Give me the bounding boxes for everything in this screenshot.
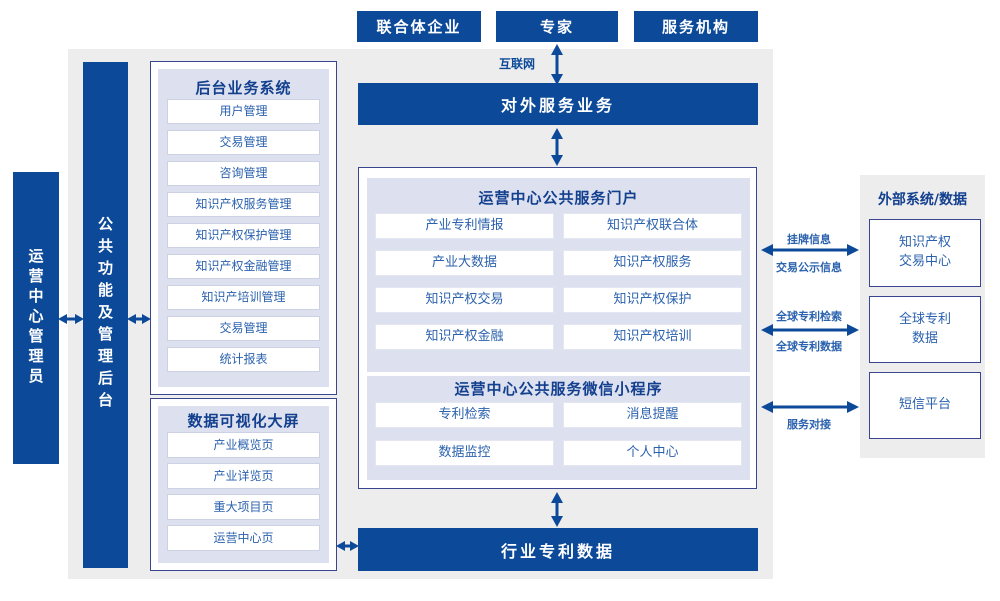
list-item: 用户管理	[167, 99, 320, 124]
list-item: 专利检索	[375, 402, 554, 428]
link-label-transaction-publicity: 交易公示信息	[776, 261, 842, 274]
actor-consortium-enterprises: 联合体企业	[357, 11, 481, 42]
external-system-label: 知识产权交易中心	[898, 235, 951, 269]
internet-double-arrow-icon	[551, 44, 563, 85]
public-service-portal-panel: 运营中心公共服务门户 产业专利情报 知识产权联合体 产业大数据 知识产权服务 知…	[367, 178, 750, 372]
list-item: 统计报表	[167, 347, 320, 372]
ip-trading-double-arrow-icon	[761, 244, 859, 256]
dashboard-to-industry-double-arrow-icon	[336, 541, 359, 551]
list-item: 重大项目页	[167, 494, 320, 520]
list-item: 消息提醒	[563, 402, 742, 428]
portal-to-industry-double-arrow-icon	[551, 492, 563, 527]
external-system-label: 全球专利数据	[898, 311, 951, 346]
internet-label: 互联网	[498, 57, 535, 71]
actor-experts: 专家	[496, 11, 618, 42]
list-item: 知识产权联合体	[563, 213, 742, 239]
backend-business-system-panel: 后台业务系统 用户管理 交易管理 咨询管理 知识产权服务管理 知识产权保护管理 …	[158, 69, 329, 387]
list-item: 知识产权交易	[375, 287, 554, 313]
list-item: 运营中心页	[167, 525, 320, 551]
list-item: 交易管理	[167, 316, 320, 341]
sms-service-double-arrow-icon	[761, 401, 859, 413]
link-label-service-docking: 服务对接	[787, 418, 831, 431]
external-service-bar: 对外服务业务	[358, 83, 758, 125]
external-systems-title: 外部系统/数据	[877, 192, 968, 208]
list-item: 产业专利情报	[375, 213, 554, 239]
wechat-miniprogram-panel: 运营中心公共服务微信小程序 专利检索 消息提醒 数据监控 个人中心	[367, 376, 750, 480]
list-item: 知识产权保护管理	[167, 223, 320, 248]
public-service-portal-title: 运营中心公共服务门户	[478, 189, 639, 207]
list-item: 数据监控	[375, 440, 554, 466]
wechat-miniprogram-title: 运营中心公共服务微信小程序	[454, 380, 663, 398]
link-label-global-patent-data: 全球专利数据	[776, 340, 842, 353]
list-item: 咨询管理	[167, 161, 320, 186]
list-item: 知识产培训管理	[167, 285, 320, 310]
data-visualization-box: 数据可视化大屏 产业概览页 产业详览页 重大项目页 运营中心页	[150, 398, 337, 571]
list-item: 知识产权金融管理	[167, 254, 320, 279]
list-item: 知识产权培训	[563, 324, 742, 350]
actor-service-organizations: 服务机构	[634, 11, 758, 42]
wechat-miniprogram-items: 专利检索 消息提醒 数据监控 个人中心	[375, 402, 742, 466]
public-service-portal-items: 产业专利情报 知识产权联合体 产业大数据 知识产权服务 知识产权交易 知识产权保…	[375, 213, 742, 350]
list-item: 交易管理	[167, 130, 320, 155]
list-item: 知识产权服务管理	[167, 192, 320, 217]
list-item: 知识产权金融	[375, 324, 554, 350]
link-label-global-patent-search: 全球专利检索	[776, 310, 842, 323]
data-visualization-title: 数据可视化大屏	[187, 412, 300, 430]
list-item: 知识产权保护	[563, 287, 742, 313]
list-item: 产业概览页	[167, 432, 320, 458]
service-to-portal-double-arrow-icon	[551, 128, 563, 166]
admin-backend-double-arrow-icon	[58, 314, 84, 324]
link-label-listing-info: 挂牌信息	[787, 233, 831, 246]
global-patent-double-arrow-icon	[761, 324, 859, 336]
list-item: 个人中心	[563, 440, 742, 466]
industry-patent-data-bar: 行业专利数据	[358, 528, 758, 571]
external-system-sms-platform: 短信平台	[869, 372, 981, 439]
operation-center-admin-bar: 运营中心管理员	[13, 172, 59, 464]
data-visualization-items: 产业概览页 产业详览页 重大项目页 运营中心页	[167, 432, 320, 556]
backend-business-system-title: 后台业务系统	[195, 79, 292, 97]
backend-business-system-box: 后台业务系统 用户管理 交易管理 咨询管理 知识产权服务管理 知识产权保护管理 …	[150, 61, 337, 395]
backend-business-system-items: 用户管理 交易管理 咨询管理 知识产权服务管理 知识产权保护管理 知识产权金融管…	[167, 99, 320, 378]
backend-system-double-arrow-icon	[127, 314, 151, 324]
list-item: 产业详览页	[167, 463, 320, 489]
central-services-box: 运营中心公共服务门户 产业专利情报 知识产权联合体 产业大数据 知识产权服务 知…	[358, 167, 757, 489]
list-item: 产业大数据	[375, 250, 554, 276]
data-visualization-panel: 数据可视化大屏 产业概览页 产业详览页 重大项目页 运营中心页	[158, 406, 329, 563]
external-system-ip-trading-center: 知识产权交易中心	[869, 219, 981, 287]
public-functions-backend-bar: 公共功能及管理后台	[83, 62, 128, 568]
external-system-label: 短信平台	[898, 397, 951, 413]
external-system-global-patent-data: 全球专利数据	[869, 296, 981, 363]
list-item: 知识产权服务	[563, 250, 742, 276]
